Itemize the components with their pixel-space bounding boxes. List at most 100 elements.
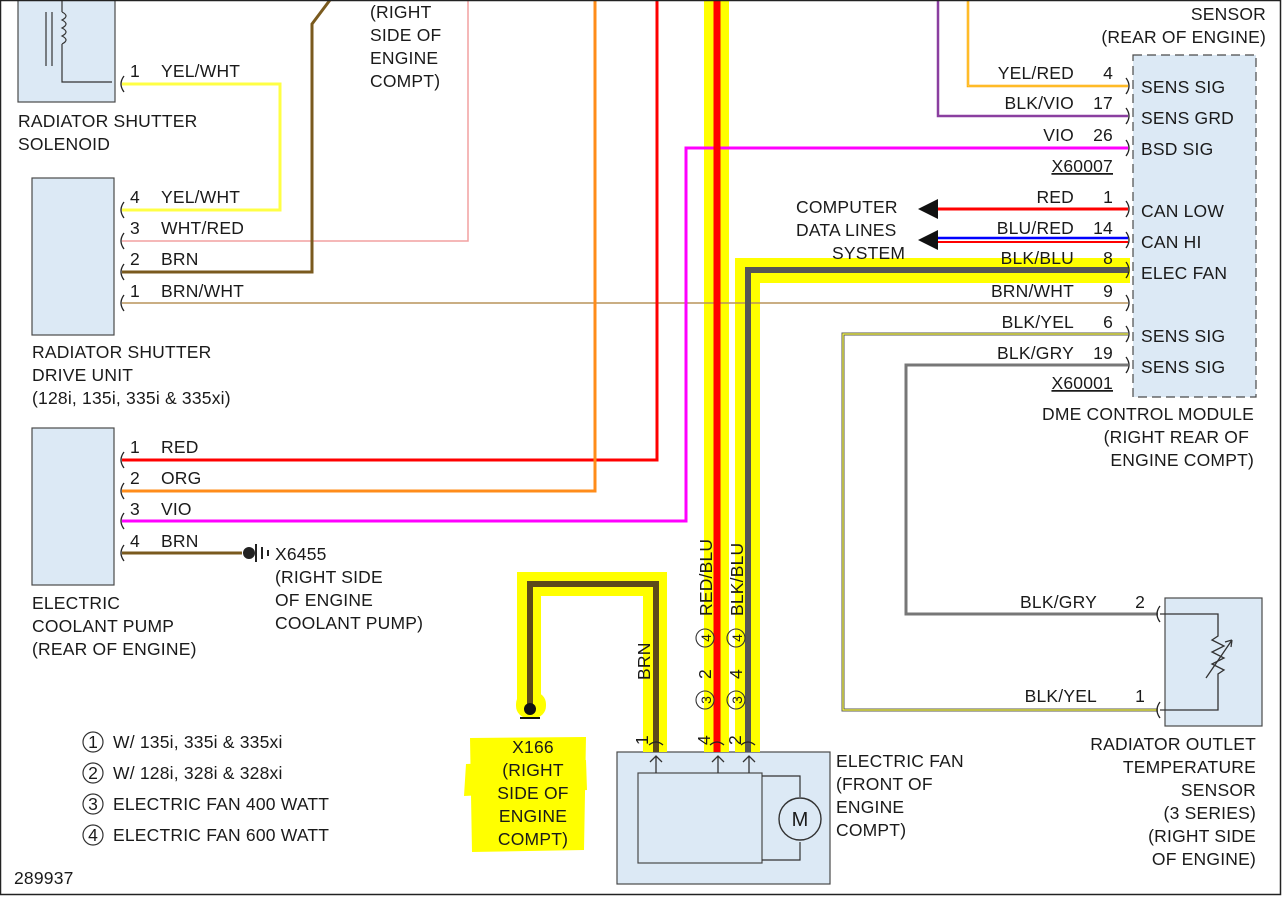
dme-pin-6: 6 <box>1103 312 1113 332</box>
dme-name-26: BSD SIG <box>1141 139 1213 159</box>
legend-text-3: ELECTRIC FAN 400 WATT <box>113 794 329 814</box>
wire-yel-red-inner <box>967 0 1128 87</box>
wire-brn-drive <box>122 0 332 274</box>
ground-x166-icon <box>520 703 540 719</box>
wire-blk-vio <box>936 0 1128 118</box>
wire-pump-vio <box>122 146 1128 523</box>
computer-lines-1: COMPUTER <box>796 197 898 217</box>
ground-x166-4: COMPT) <box>498 829 568 849</box>
fan-terminal-4: 4 <box>694 735 714 745</box>
connector-brackets <box>120 75 1161 746</box>
outlet-name-4: (3 SERIES) <box>1164 803 1256 823</box>
wire-yel-wht <box>122 82 282 212</box>
top-ground-3: ENGINE <box>370 48 438 68</box>
outlet-sensor-box <box>1164 597 1263 727</box>
drv-color-1: BRN/WHT <box>161 281 244 301</box>
pump-pin-3: 3 <box>130 499 140 519</box>
fan-circ-4b: 4 <box>729 634 745 642</box>
outlet-pin-2: 2 <box>1135 592 1145 612</box>
ground-x6455-1: (RIGHT SIDE <box>275 567 383 587</box>
motor-label: M <box>792 809 809 831</box>
arrow-can-hi <box>918 230 938 250</box>
fan-circ-4a: 4 <box>698 634 714 642</box>
dme-color-8: BLK/BLU <box>1001 248 1074 268</box>
pump-color-2: ORG <box>161 468 201 488</box>
pump-pin-2: 2 <box>130 468 140 488</box>
dme-name-19: SENS SIG <box>1141 357 1225 377</box>
wire-blk-gry <box>904 363 1158 616</box>
diagram-number: 289937 <box>14 868 74 888</box>
drive-name-2: DRIVE UNIT <box>32 365 133 385</box>
pump-name-2: COOLANT PUMP <box>32 616 174 636</box>
highlight-layer <box>464 0 1130 852</box>
top-ground-4: COMPT) <box>370 71 440 91</box>
dme-color-19: BLK/GRY <box>997 343 1074 363</box>
drv-pin-3: 3 <box>130 218 140 238</box>
fan-name-1: ELECTRIC FAN <box>836 751 964 771</box>
fan-name-4: COMPT) <box>836 820 906 840</box>
wire-wht-red <box>122 0 469 242</box>
shutter-drive-box <box>31 177 115 336</box>
dme-module-box <box>1132 54 1257 398</box>
dme-name-8: ELEC FAN <box>1141 263 1227 283</box>
drv-color-3: WHT/RED <box>161 218 244 238</box>
dme-pin-4: 4 <box>1103 63 1113 83</box>
fan-circ-3a: 3 <box>698 696 714 704</box>
computer-lines-3: SYSTEM <box>832 243 905 263</box>
top-ground-1: (RIGHT <box>370 2 432 22</box>
wire-fan-brn <box>527 581 659 752</box>
wire-label-sol-pin: 1 <box>130 61 140 81</box>
fan-terminal-2: 2 <box>725 735 745 745</box>
dme-pin-1: 1 <box>1103 187 1113 207</box>
drv-pin-4: 4 <box>130 187 140 207</box>
ground-x166-1: (RIGHT <box>502 760 564 780</box>
fan-wire-option-circles <box>695 628 746 710</box>
wire-pump-org <box>122 0 597 493</box>
drv-pin-2: 2 <box>130 249 140 269</box>
dme-pin-26: 26 <box>1093 125 1113 145</box>
dme-name-14: CAN HI <box>1141 232 1202 252</box>
coolant-pump-box <box>31 427 115 586</box>
dme-pin-8: 8 <box>1103 248 1113 268</box>
drive-name-3: (128i, 135i, 335i & 335xi) <box>32 388 231 408</box>
drv-color-2: BRN <box>161 249 199 269</box>
fan-terminal-arrows <box>649 755 756 773</box>
dme-color-9: BRN/WHT <box>991 281 1074 301</box>
dme-color-6: BLK/YEL <box>1002 312 1074 332</box>
legend-num-4: 4 <box>88 825 98 845</box>
ground-x6455-3: COOLANT PUMP) <box>275 613 423 633</box>
pump-pin-4: 4 <box>130 531 140 551</box>
ground-x166-id: X166 <box>512 737 554 757</box>
thermistor-icon <box>1160 613 1233 711</box>
outlet-name-5: (RIGHT SIDE <box>1148 826 1256 846</box>
dme-name-4: SENS SIG <box>1141 77 1225 97</box>
dme-pin-19: 19 <box>1093 343 1113 363</box>
legend-num-2: 2 <box>88 763 98 783</box>
outlet-pin-1: 1 <box>1135 686 1145 706</box>
legend-num-1: 1 <box>88 732 98 752</box>
dme-color-4: YEL/RED <box>998 63 1074 83</box>
solenoid-coil-icon <box>45 0 112 83</box>
outlet-name-2: TEMPERATURE <box>1123 757 1256 777</box>
legend: 1 W/ 135i, 335i & 335xi 2 W/ 128i, 328i … <box>82 731 329 846</box>
pump-color-3: VIO <box>161 499 192 519</box>
dme-name-line3: ENGINE COMPT) <box>1110 450 1254 470</box>
pump-pin-1: 1 <box>130 437 140 457</box>
fan-pin-4-opt: 4 <box>726 669 746 679</box>
ground-x6455-icon <box>243 544 269 562</box>
computer-lines-2: DATA LINES <box>796 220 897 240</box>
outlet-name-1: RADIATOR OUTLET <box>1090 734 1256 754</box>
legend-text-2: W/ 128i, 328i & 328xi <box>113 763 283 783</box>
top-ground-2: SIDE OF <box>370 25 441 45</box>
outlet-name-3: SENSOR <box>1181 780 1256 800</box>
dme-color-26: VIO <box>1043 125 1074 145</box>
dme-name-line1: DME CONTROL MODULE <box>1042 404 1254 424</box>
solenoid-name-1: RADIATOR SHUTTER <box>18 111 198 131</box>
outlet-color-2: BLK/GRY <box>1020 592 1097 612</box>
fan-wire-red-blu-label: RED/BLU <box>696 539 716 616</box>
wire-pump-red <box>122 0 659 462</box>
pump-color-4: BRN <box>161 531 199 551</box>
dme-connector-a: X60007 <box>1051 156 1113 176</box>
